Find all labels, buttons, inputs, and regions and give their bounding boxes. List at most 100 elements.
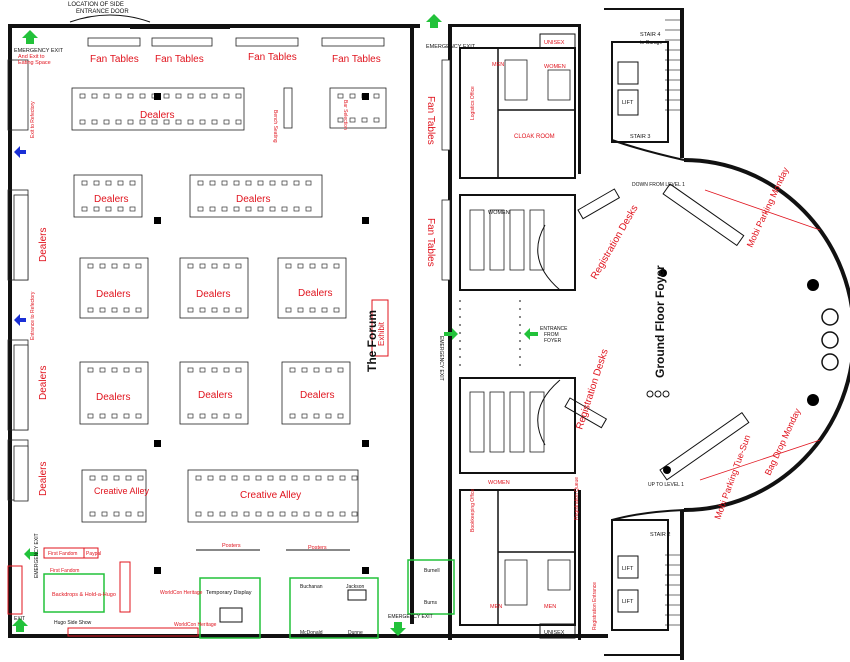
chair	[257, 180, 264, 186]
chair	[135, 367, 142, 373]
chair	[113, 475, 120, 481]
chair	[137, 511, 144, 517]
chair	[219, 511, 226, 517]
chair	[233, 180, 240, 186]
foyer-title: Ground Floor Foyer	[653, 265, 667, 378]
registration-queue-label: Registration Queue	[574, 477, 580, 520]
chair	[207, 475, 214, 481]
chair	[197, 180, 204, 186]
chair	[87, 367, 94, 373]
chair	[313, 413, 320, 419]
entrance-from-foyer-2: FROM	[544, 332, 559, 338]
cloak-room-label: CLOAK ROOM	[514, 134, 555, 140]
chair	[127, 119, 134, 125]
chair	[305, 180, 312, 186]
fan-tables-label-2: Fan Tables	[155, 54, 204, 65]
registration-desk-shapes	[537, 183, 750, 481]
emergency-exit-top: EMERGENCY EXIT	[426, 44, 476, 50]
dealers-label-2: Dealers	[94, 194, 128, 205]
registration-desks-label-1: Registration Desks	[589, 203, 640, 281]
down-from-level-1-label: DOWN FROM LEVEL 1	[632, 182, 685, 188]
chair	[325, 413, 332, 419]
worldcon-heritage-label-1: WorldCon Heritage	[160, 590, 203, 596]
chair	[123, 263, 130, 269]
emergency-exit-left-sub: And Exit to	[18, 54, 45, 60]
chair	[187, 119, 194, 125]
chair	[373, 93, 380, 99]
chair	[337, 367, 344, 373]
chair	[235, 119, 242, 125]
chair	[243, 511, 250, 517]
mcdonald-label: McDonald	[300, 630, 323, 636]
worldcon-heritage-label-2: WorldCon Heritage	[174, 622, 217, 628]
chair	[187, 413, 194, 419]
chair	[223, 93, 230, 99]
lift-label-1: LIFT	[622, 100, 634, 106]
chair	[103, 93, 110, 99]
stair-2-label: STAIR 2	[650, 532, 670, 538]
bookkeeping-office-label: Bookkeeping Office	[470, 489, 476, 532]
chair	[79, 93, 86, 99]
chair	[111, 263, 118, 269]
chair	[81, 206, 88, 212]
chair	[325, 367, 332, 373]
fan-tables-top	[87, 37, 385, 47]
burnell-label: Burnell	[424, 568, 440, 574]
chair	[87, 413, 94, 419]
chair	[199, 93, 206, 99]
chair	[199, 307, 206, 313]
chair	[163, 93, 170, 99]
chair	[209, 180, 216, 186]
chair	[163, 119, 170, 125]
chair	[111, 413, 118, 419]
chair	[301, 413, 308, 419]
chair	[219, 475, 226, 481]
emergency-exit-bottom: EMERGENCY EXIT	[388, 614, 433, 620]
chair	[135, 263, 142, 269]
chair	[231, 511, 238, 517]
up-to-level-1-label: UP TO LEVEL 1	[648, 482, 684, 488]
chair	[151, 119, 158, 125]
chair	[321, 263, 328, 269]
stair-4-sub-label: to Garage	[640, 40, 662, 46]
chair	[223, 413, 230, 419]
chair	[321, 307, 328, 313]
stairs-lifts	[611, 19, 680, 631]
chair	[285, 263, 292, 269]
chair	[99, 307, 106, 313]
chair	[125, 475, 132, 481]
chair	[235, 367, 242, 373]
chair	[99, 413, 106, 419]
chair	[199, 367, 206, 373]
chair	[269, 206, 276, 212]
chair	[211, 307, 218, 313]
chair	[279, 475, 286, 481]
chair	[231, 475, 238, 481]
chair	[115, 119, 122, 125]
forum-label: The Forum	[365, 310, 379, 372]
women-label-2: WOMEN	[488, 210, 510, 216]
chair	[291, 511, 298, 517]
posters-label-2: Posters	[308, 545, 327, 551]
chair	[243, 475, 250, 481]
chair	[313, 367, 320, 373]
chair	[113, 511, 120, 517]
chair	[111, 307, 118, 313]
emergency-exit-bottom-left: EMERGENCY EXIT	[34, 533, 40, 578]
bottom-displays	[7, 299, 455, 639]
chair	[89, 511, 96, 517]
exhibit-label: Exhibit	[377, 321, 386, 346]
chair	[123, 307, 130, 313]
chair	[235, 307, 242, 313]
chair	[81, 180, 88, 186]
lift-label-2: LIFT	[622, 566, 634, 572]
bar-selection-label: Bar Selection	[342, 100, 348, 130]
dealers-label-9: Dealers	[300, 390, 334, 401]
chair	[291, 475, 298, 481]
chair	[333, 307, 340, 313]
chair	[187, 263, 194, 269]
chair	[117, 180, 124, 186]
chair	[285, 307, 292, 313]
chair	[297, 263, 304, 269]
chair	[211, 119, 218, 125]
